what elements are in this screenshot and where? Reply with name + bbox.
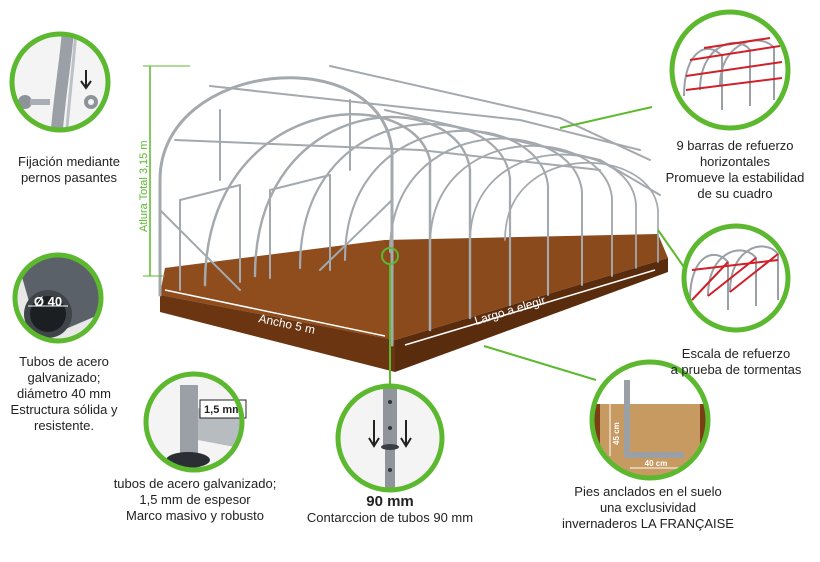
greenhouse-frame bbox=[158, 65, 661, 347]
bars-callout bbox=[669, 9, 791, 131]
thickness-caption: tubos de acero galvanizado; 1,5 mm de es… bbox=[100, 476, 290, 524]
pipe-diameter-badge: Ø 40 bbox=[34, 294, 62, 309]
anchor-caption: Pies anclados en el suelo una exclusivid… bbox=[548, 484, 748, 532]
bars-caption: 9 barras de refuerzo horizontales Promue… bbox=[650, 138, 820, 202]
bolt-callout bbox=[9, 31, 111, 133]
leader-lines bbox=[381, 106, 687, 386]
joint-caption-line: Contarccion de tubos 90 mm bbox=[306, 510, 474, 525]
anchor-length-label: 40 cm bbox=[645, 459, 668, 468]
pipe-caption-line: Estructura sólida y bbox=[10, 402, 118, 417]
storm-caption-line: Escala de refuerzo bbox=[681, 346, 791, 361]
storm-caption: Escala de refuerzo a prueba de tormentas bbox=[656, 346, 816, 378]
tube-joint-icon bbox=[381, 386, 399, 490]
thickness-caption-line: Marco masivo y robusto bbox=[126, 508, 264, 523]
anchor-callout: 45 cm 40 cm bbox=[589, 359, 711, 481]
bars-caption-line: de su cuadro bbox=[697, 186, 773, 201]
pipe-caption-line: diámetro 40 mm bbox=[17, 386, 111, 401]
storm-caption-line: a prueba de tormentas bbox=[670, 362, 802, 377]
pipe-caption-line: resistente. bbox=[34, 418, 94, 433]
thickness-caption-line: 1,5 mm de espesor bbox=[139, 492, 251, 507]
ground-anchor-icon bbox=[624, 380, 684, 458]
pipe-caption-line: galvanizado; bbox=[27, 370, 101, 385]
joint-caption: 90 mm Contarccion de tubos 90 mm bbox=[290, 494, 490, 526]
bolts-caption-line: Fijación mediante bbox=[18, 154, 120, 169]
bars-caption-line: horizontales bbox=[699, 154, 771, 169]
bars-caption-line: 9 barras de refuerzo bbox=[676, 138, 794, 153]
pipe-caption: Tubos de acero galvanizado; diámetro 40 … bbox=[0, 354, 128, 434]
thickness-caption-line: tubos de acero galvanizado; bbox=[113, 476, 277, 491]
bolts-caption-line: pernos pasantes bbox=[20, 170, 118, 185]
anchor-caption-line: Pies anclados en el suelo bbox=[574, 484, 722, 499]
thickness-badge: 1,5 mm bbox=[204, 404, 242, 416]
bars-caption-line: Promueve la estabilidad bbox=[665, 170, 805, 185]
thickness-callout: 1,5 mm bbox=[143, 371, 247, 473]
joint-caption-title: 90 mm bbox=[366, 493, 414, 510]
anchor-caption-line: una exclusividad bbox=[599, 500, 697, 515]
height-label: Atlura Total 3,15 m bbox=[138, 140, 150, 232]
storm-callout bbox=[681, 223, 791, 333]
bolts-caption: Fijación mediante pernos pasantes bbox=[4, 154, 134, 186]
anchor-depth-label: 45 cm bbox=[612, 422, 621, 445]
height-dimension: Atlura Total 3,15 m bbox=[138, 65, 190, 277]
storm-scale-icon bbox=[689, 245, 779, 310]
pipe-callout: Ø 40 bbox=[12, 252, 104, 344]
soil-base bbox=[160, 234, 668, 372]
joint-callout bbox=[335, 383, 445, 493]
pipe-caption-line: Tubos de acero bbox=[19, 354, 109, 369]
reinforcement-bars-icon bbox=[683, 37, 783, 110]
anchor-caption-line: invernaderos LA FRANÇAISE bbox=[562, 516, 734, 531]
bolt-icon bbox=[18, 95, 98, 109]
